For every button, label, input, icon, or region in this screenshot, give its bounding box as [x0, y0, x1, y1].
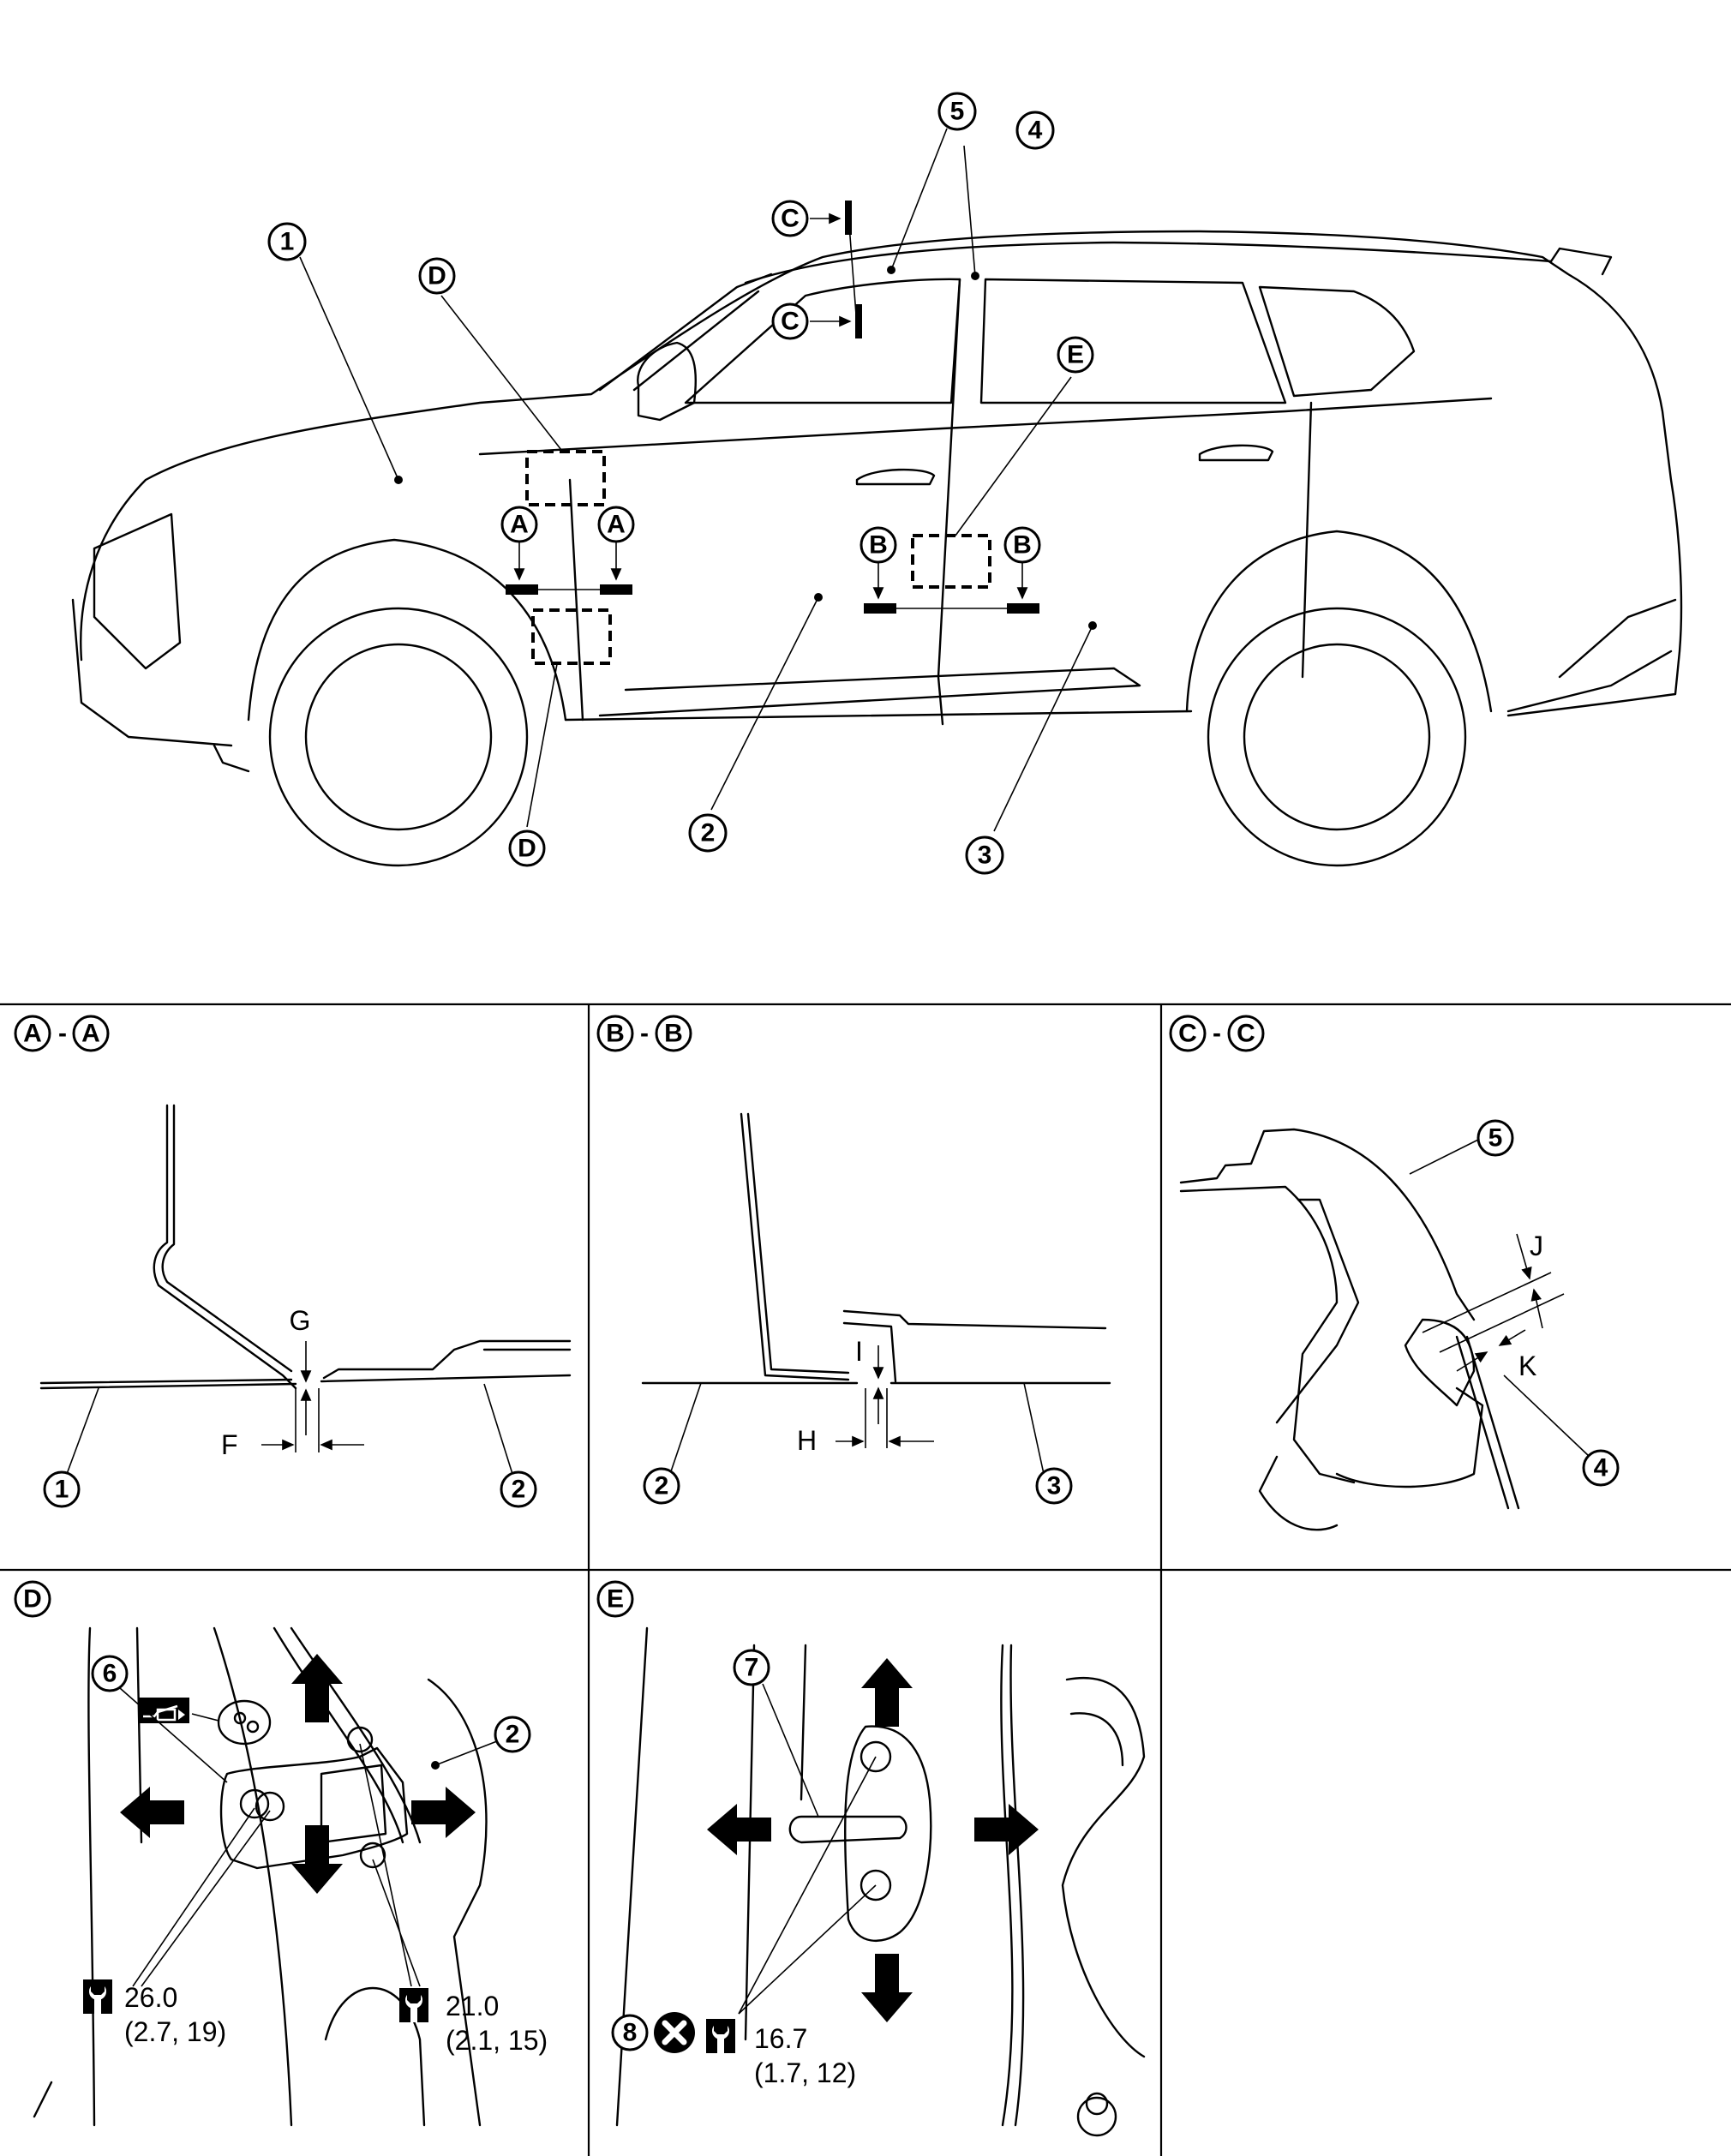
adjust-arrow-right-icon: [411, 1787, 476, 1838]
torque-wrench-icon: [706, 2019, 735, 2053]
panel-title-b-b: B - B: [596, 1015, 692, 1052]
adjust-arrow-right-icon: [974, 1804, 1039, 1855]
dim-label-i: I: [855, 1336, 863, 1367]
section-marker-c-top: C: [771, 200, 809, 237]
part-callout-7: 7: [733, 1649, 770, 1686]
adjust-arrow-down-icon: [291, 1825, 343, 1894]
callout-5: 5: [937, 92, 977, 131]
panel-title-a-a: A - A: [14, 1015, 110, 1052]
svg-text:-: -: [58, 1020, 67, 1048]
panel-detail-d: D 6: [14, 1580, 548, 2127]
section-marker-c-bottom: C: [771, 302, 809, 340]
svg-text:A: A: [81, 1020, 100, 1048]
do-not-reuse-icon: [654, 2012, 695, 2053]
svg-text:5: 5: [1488, 1124, 1503, 1153]
callout-4: 4: [1015, 111, 1055, 150]
dim-label-k: K: [1518, 1350, 1536, 1381]
svg-text:2: 2: [701, 819, 716, 847]
svg-text:C: C: [1237, 1020, 1255, 1048]
adjust-arrow-left-icon: [707, 1804, 771, 1855]
svg-text:-: -: [640, 1020, 649, 1048]
part-callout-2: 2: [494, 1716, 531, 1753]
panel-section-a-a: A - A G F 1 2: [14, 1015, 572, 1508]
svg-text:4: 4: [1028, 117, 1043, 145]
svg-text:D: D: [23, 1585, 42, 1614]
panel-section-b-b: B - B I H 2 3: [596, 1015, 1111, 1505]
svg-text:C: C: [781, 308, 800, 336]
grease-applicator-icon: [139, 1698, 189, 1723]
adjust-arrow-left-icon: [120, 1787, 184, 1838]
part-callout-4: 4: [1582, 1449, 1620, 1487]
dim-label-f: F: [221, 1429, 238, 1460]
part-callout-5: 5: [1476, 1119, 1514, 1157]
svg-text:B: B: [664, 1020, 683, 1048]
panel-title-c-c: C - C: [1169, 1015, 1265, 1052]
part-callout-2: 2: [643, 1467, 680, 1505]
svg-text:E: E: [607, 1585, 624, 1614]
svg-text:8: 8: [623, 2019, 638, 2047]
svg-text:D: D: [518, 835, 536, 863]
svg-text:A: A: [510, 511, 529, 539]
svg-text:A: A: [607, 511, 626, 539]
part-callout-8: 8: [611, 2014, 649, 2051]
section-marker-e: E: [1057, 336, 1094, 374]
svg-text:C: C: [781, 205, 800, 233]
svg-text:B: B: [869, 531, 888, 560]
svg-text:2: 2: [655, 1472, 669, 1500]
svg-text:2: 2: [506, 1721, 520, 1749]
section-marker-b-right: B: [1003, 526, 1041, 564]
svg-text:6: 6: [103, 1660, 117, 1688]
panel-title-e: E: [596, 1580, 634, 1618]
svg-text:A: A: [23, 1020, 42, 1048]
callout-3: 3: [965, 835, 1004, 875]
adjust-arrow-up-icon: [291, 1654, 343, 1722]
svg-text:E: E: [1067, 341, 1084, 369]
torque-wrench-icon: [83, 1979, 112, 2014]
section-marker-a-left: A: [500, 506, 538, 543]
dim-label-h: H: [797, 1425, 817, 1456]
callout-1: 1: [267, 222, 307, 261]
section-marker-d-top: D: [418, 257, 456, 295]
panel-detail-e: E 7 8 16.7 (1.7, 12): [596, 1580, 1146, 2137]
part-callout-1: 1: [43, 1470, 81, 1508]
panel-title-d: D: [14, 1580, 51, 1618]
dim-label-g: G: [290, 1305, 311, 1336]
section-marker-a-right: A: [597, 506, 635, 543]
torque-value: 21.0: [446, 1991, 499, 2021]
svg-text:B: B: [1013, 531, 1032, 560]
svg-text:1: 1: [55, 1476, 69, 1504]
svg-text:-: -: [1213, 1020, 1221, 1048]
part-callout-6: 6: [91, 1655, 129, 1692]
section-marker-d-bottom: D: [508, 829, 546, 867]
svg-text:3: 3: [1047, 1472, 1062, 1500]
panel-grid: [0, 1003, 1731, 2156]
svg-text:3: 3: [978, 841, 992, 870]
svg-text:C: C: [1178, 1020, 1197, 1048]
part-callout-3: 3: [1035, 1467, 1073, 1505]
torque-wrench-icon: [399, 1988, 428, 2022]
torque-value-alt: (2.1, 15): [446, 2025, 548, 2056]
callout-2: 2: [688, 813, 728, 853]
torque-value: 26.0: [124, 1982, 177, 2013]
svg-text:5: 5: [950, 98, 965, 126]
svg-text:2: 2: [512, 1476, 526, 1504]
svg-text:4: 4: [1594, 1454, 1608, 1482]
vehicle-side-view: [71, 128, 1683, 867]
svg-text:1: 1: [280, 228, 295, 256]
svg-text:B: B: [606, 1020, 625, 1048]
torque-value-alt: (2.7, 19): [124, 2016, 226, 2047]
torque-value: 16.7: [754, 2023, 807, 2054]
section-marker-b-left: B: [860, 526, 897, 564]
torque-value-alt: (1.7, 12): [754, 2057, 856, 2088]
adjust-arrow-down-icon: [861, 1954, 913, 2022]
part-callout-2: 2: [500, 1470, 537, 1508]
svg-text:7: 7: [745, 1654, 759, 1682]
panel-section-c-c: C - C J K 5 4: [1169, 1015, 1620, 1531]
dim-label-j: J: [1530, 1231, 1543, 1261]
svg-text:D: D: [428, 262, 446, 290]
adjust-arrow-up-icon: [861, 1658, 913, 1727]
